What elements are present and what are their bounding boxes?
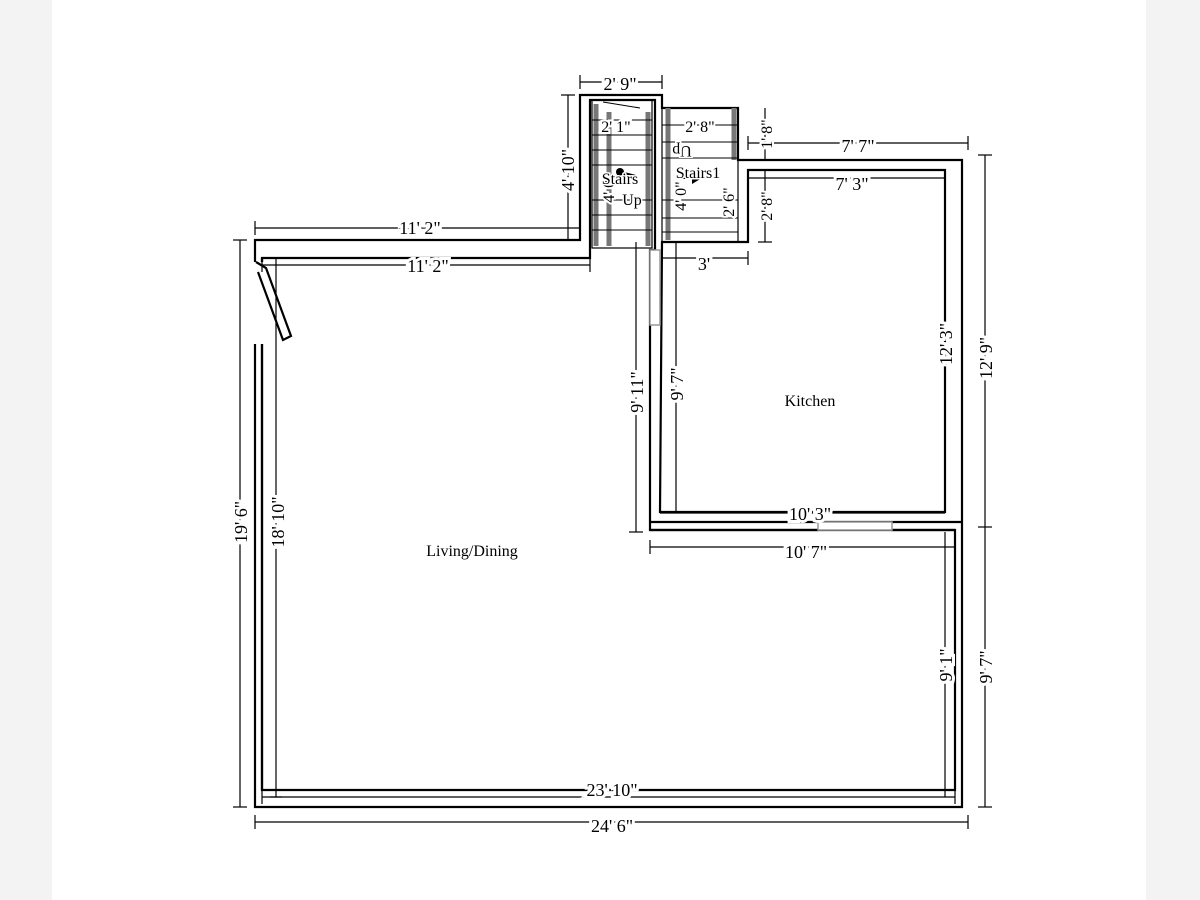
dim-top-left-outer: 11' 2" — [399, 218, 440, 238]
dim-stair2-side-lower: 2' 8" — [759, 191, 776, 220]
dim-kitchen-right-inner: 12' 3" — [936, 323, 956, 365]
dim-bottom-outer: 24' 6" — [591, 816, 633, 836]
dim-stair2-side: 1' 8" — [759, 119, 776, 148]
room-stairs: Stairs — [602, 171, 638, 188]
stair-arrow-icon — [692, 172, 702, 184]
dim-left-inner: 18' 10" — [268, 496, 288, 547]
dim-stair2-inner: 4' 0" — [673, 181, 690, 210]
dim-kitchen-left-inner: 9' 7" — [667, 367, 687, 400]
dim-stair2-tread: 2' 6" — [721, 187, 738, 216]
dim-right-lower-inner: 9' 1" — [936, 648, 956, 681]
entry-door — [255, 261, 293, 342]
room-kitchen: Kitchen — [785, 393, 836, 410]
stairs-right — [661, 107, 739, 243]
stair-opening — [649, 249, 661, 326]
dim-bottom-inner: 23' 10" — [586, 780, 637, 800]
dim-stair-left: 4' 10" — [558, 149, 578, 191]
stair-arrow-icon — [616, 168, 624, 176]
dim-kitchen-right-outer: 12' 9" — [976, 337, 996, 379]
room-labels: Living/Dining Kitchen Stairs Stairs1 Up … — [426, 141, 836, 561]
kitchen-doorway — [817, 521, 893, 531]
dim-right-lower-outer: 9' 7" — [976, 650, 996, 683]
dim-stair-top: 2' 9" — [603, 74, 636, 94]
dim-stair-tread-a: 2' 1" — [601, 119, 630, 136]
dim-stair2-width: 2' 8" — [685, 119, 714, 136]
dim-kitchen-left-outer: 9' 11" — [627, 371, 647, 412]
dim-left-outer: 19' 6" — [231, 501, 251, 543]
stairs-left — [591, 99, 653, 249]
dim-kitchen-bottom-outer: 10' 7" — [785, 542, 827, 562]
kitchen-inner-wall — [658, 168, 947, 514]
dim-stair-tread-b: 4' 0" — [601, 173, 618, 202]
stairs1-up-label: Up — [672, 142, 692, 159]
dim-kitchen-top-inner: 7' 3" — [835, 174, 868, 194]
room-living-dining: Living/Dining — [426, 543, 518, 560]
dim-opening: 3' — [698, 254, 710, 274]
room-stairs1: Stairs1 — [676, 165, 720, 182]
stairs-up-label: Up — [622, 192, 642, 209]
dim-kitchen-top-outer: 7' 7" — [841, 136, 874, 156]
dim-kitchen-bottom-inner: 10' 3" — [789, 504, 831, 524]
dimension-lines — [233, 75, 992, 829]
dimension-labels: 24' 6" 23' 10" 11' 2" 11' 2" 2' 9" 4' 10… — [228, 71, 999, 839]
dim-top-left-inner: 11' 2" — [407, 256, 448, 276]
